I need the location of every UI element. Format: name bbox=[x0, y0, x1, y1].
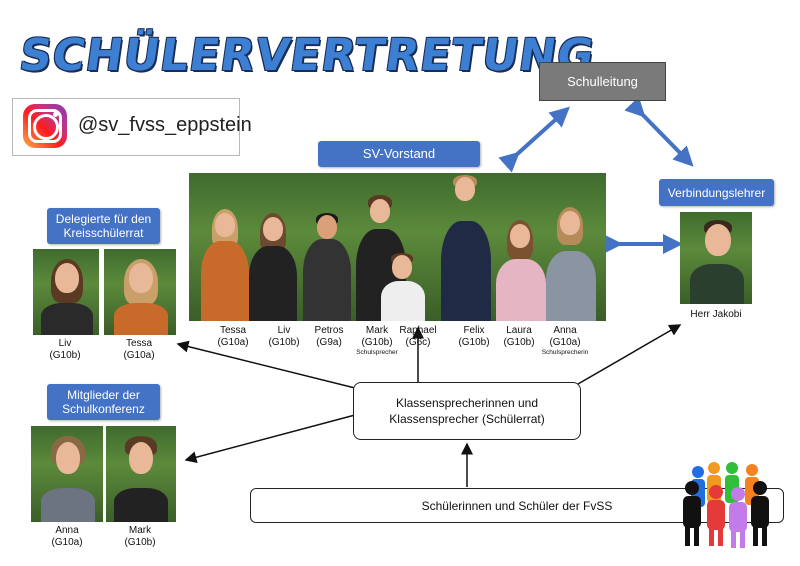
schulleitung-box: Schulleitung bbox=[539, 62, 666, 101]
arrow-klassensprecher-delegierte bbox=[176, 340, 356, 389]
arrow-klassensprecher-lehrer bbox=[577, 324, 682, 385]
role-label: Schulsprecher bbox=[356, 349, 398, 356]
verbindungslehrer-label: Verbindungslehrer bbox=[659, 179, 774, 206]
instagram-handle[interactable]: @sv_fvss_eppstein bbox=[78, 114, 252, 136]
person-icon bbox=[683, 481, 701, 546]
people-group-icon bbox=[683, 462, 769, 548]
arrow-schulleitung-lehrer bbox=[624, 96, 694, 167]
vorstand-caption: Felix(G10b) bbox=[458, 325, 490, 348]
lehrer-photo bbox=[680, 212, 752, 304]
arrow-klassensprecher-mitglieder bbox=[184, 414, 356, 464]
vorstand-caption: Liv(G10b) bbox=[268, 325, 300, 348]
delegierte-caption: Tessa(G10a) bbox=[123, 338, 155, 361]
lehrer-name: Herr Jakobi bbox=[690, 309, 742, 320]
instagram-icon[interactable] bbox=[23, 104, 67, 148]
delegierte-photo-tessa bbox=[104, 249, 176, 335]
mitglieder-photo-mark bbox=[106, 426, 176, 522]
person-icon bbox=[707, 485, 725, 546]
mitglieder-label: Mitglieder der Schulkonferenz bbox=[47, 384, 160, 420]
mitglieder-photo-anna bbox=[31, 426, 103, 522]
mitglieder-caption: Mark(G10b) bbox=[124, 525, 156, 548]
delegierte-photo-liv bbox=[33, 249, 99, 335]
mitglieder-caption: Anna(G10a) bbox=[51, 525, 83, 548]
vorstand-caption: Raphael(G6c) bbox=[399, 325, 437, 348]
sv-vorstand-label: SV-Vorstand bbox=[318, 141, 480, 167]
person-icon bbox=[751, 481, 769, 546]
vorstand-caption: Mark(G10b)Schulsprecher bbox=[352, 325, 402, 357]
delegierte-label: Delegierte für den Kreisschülerrat bbox=[47, 208, 160, 244]
delegierte-caption: Liv(G10b) bbox=[49, 338, 81, 361]
vorstand-caption: Anna(G10a)Schulsprecherin bbox=[536, 325, 594, 357]
vorstand-caption: Tessa(G10a) bbox=[217, 325, 249, 348]
vorstand-caption: Laura(G10b) bbox=[503, 325, 535, 348]
vorstand-group-photo bbox=[189, 173, 606, 321]
vorstand-caption: Petros(G9a) bbox=[314, 325, 344, 348]
role-label: Schulsprecherin bbox=[541, 349, 589, 356]
arrow-schulleitung-vorstand bbox=[498, 106, 570, 173]
klassensprecher-box: Klassensprecherinnen und Klassensprecher… bbox=[353, 382, 581, 440]
person-icon bbox=[729, 487, 747, 548]
